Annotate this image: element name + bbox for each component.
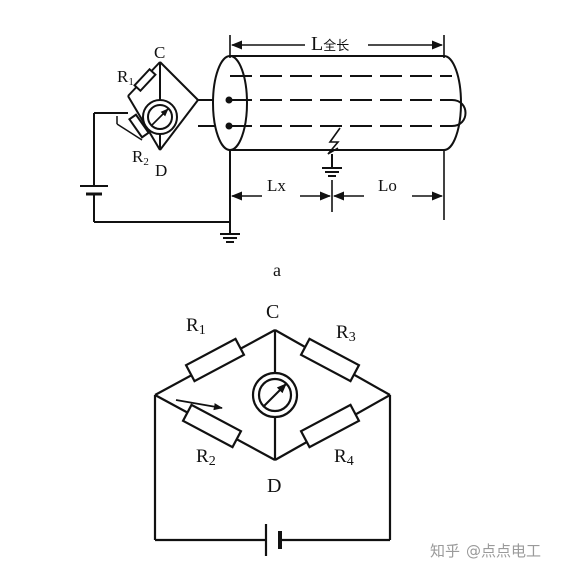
cable-cylinder <box>212 55 467 151</box>
figure-a-caption: a <box>273 260 281 280</box>
watermark-site: 知乎 <box>430 542 460 560</box>
r2-wiper-a <box>116 123 143 141</box>
resistor-r2-a <box>128 113 150 139</box>
label-r3-b: R3 <box>336 322 356 345</box>
figure-a <box>80 35 467 243</box>
figure-b <box>153 329 392 556</box>
battery-circuit-b <box>153 395 392 556</box>
label-d-a: D <box>155 161 167 180</box>
label-r2-b: R2 <box>196 446 216 469</box>
dimension-total-length <box>229 35 445 58</box>
figure-b-labels: C D R1 R3 R2 R4 <box>186 301 356 497</box>
label-r1-b: R1 <box>186 315 206 338</box>
label-d-b: D <box>267 475 281 497</box>
label-r2-a: R2 <box>132 147 149 168</box>
resistor-r2-b <box>181 403 243 449</box>
r2-wiper-b <box>175 399 223 411</box>
label-lx: Lx <box>267 176 286 195</box>
dimension-lx-lo <box>229 150 445 220</box>
resistor-r4-b <box>299 403 361 449</box>
label-c-a: C <box>154 43 165 62</box>
figure-a-labels: L全长 R1 R2 C D Lx Lo a <box>117 33 397 280</box>
watermark-account: @点点电工 <box>466 542 541 560</box>
label-r4-b: R4 <box>334 446 354 469</box>
label-c-b: C <box>266 301 279 323</box>
label-r1-a: R1 <box>117 67 134 88</box>
resistor-r1-b <box>184 337 246 383</box>
watermark: 知乎 @点点电工 <box>430 542 541 560</box>
resistor-r1-a <box>133 67 157 93</box>
label-lo: Lo <box>378 176 397 195</box>
resistor-r3-b <box>299 337 361 383</box>
fault-symbol <box>322 127 342 177</box>
label-total-length: L全长 <box>311 33 349 55</box>
